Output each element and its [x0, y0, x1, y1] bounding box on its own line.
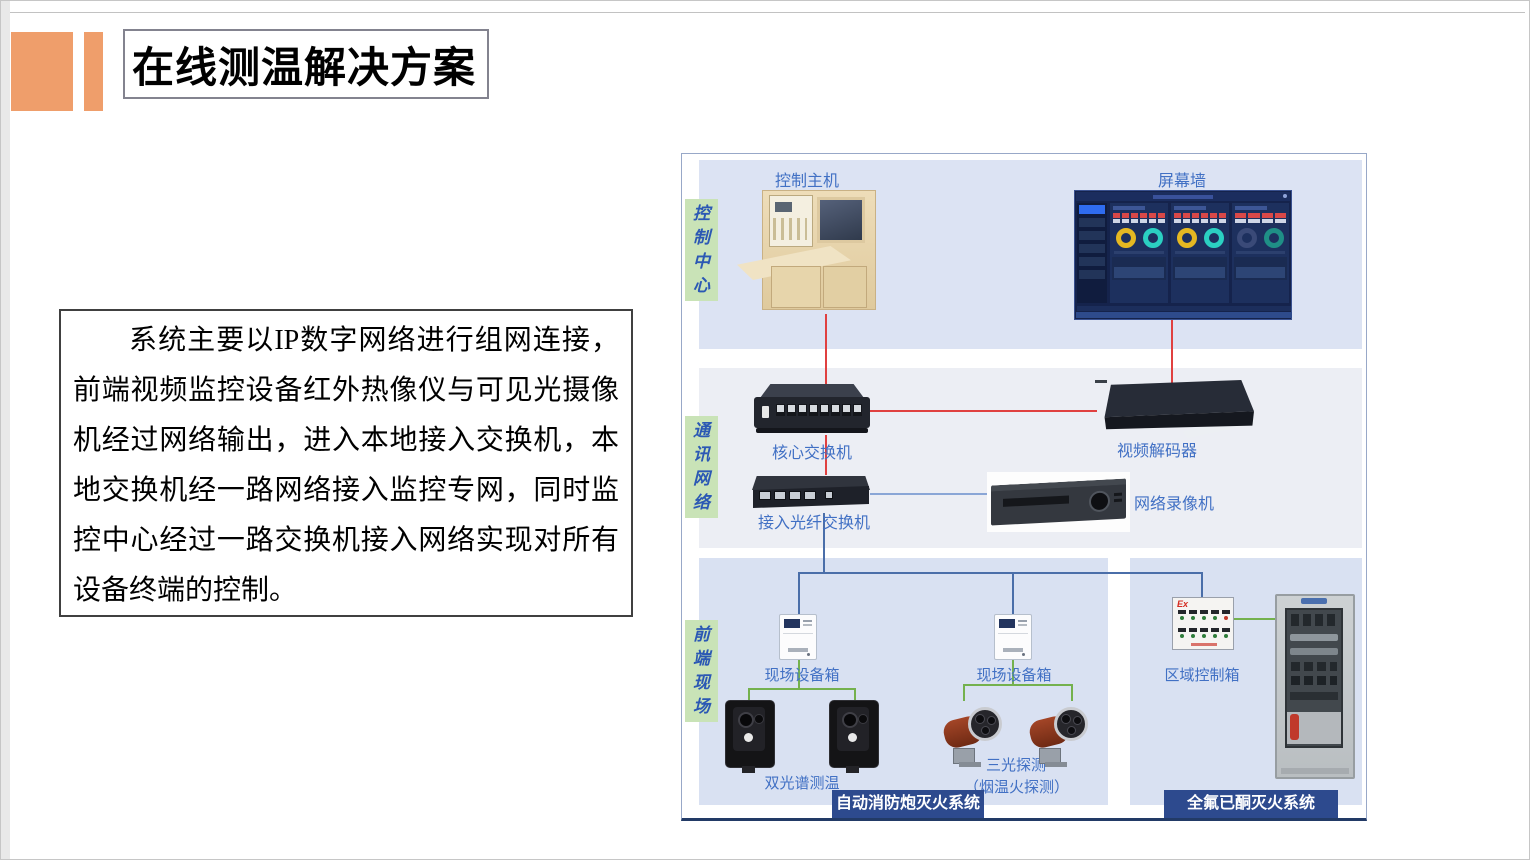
line-to-thermal-1 [748, 688, 750, 701]
line-rightbox-branch [963, 684, 1073, 686]
donut-chart-teal [1203, 228, 1224, 248]
dashboard-sidebar [1077, 203, 1107, 303]
intro-text-box: 系统主要以IP数字网络进行组网连接，前端视频监控设备红外热像仪与可见光摄像机经过… [59, 309, 633, 617]
label-control-host: 控制主机 [774, 173, 839, 190]
donut-chart-teal [1263, 228, 1284, 248]
tri-light-detector-2 [1027, 702, 1088, 770]
dual-spectrum-camera-2 [828, 700, 881, 774]
screen-wall-image [1074, 190, 1292, 320]
line-drop-right-box [1012, 572, 1014, 614]
nvr-image [987, 472, 1130, 532]
donut-chart-yellow [1115, 228, 1136, 248]
label-tri-light-sub: （烟温火探测） [963, 779, 1069, 796]
label-nvr: 网络录像机 [1134, 496, 1215, 513]
line-to-firecam-2 [1071, 684, 1073, 701]
banner-perfluoro-system: 全氟已酮灭火系统 [1164, 790, 1338, 818]
title-accent-square [11, 32, 73, 111]
top-hairline [10, 12, 1525, 13]
line-leftbox-down [798, 660, 800, 689]
fire-extinguisher [1290, 714, 1299, 740]
line-to-firecam-1 [963, 684, 965, 701]
ex-mark: Ex [1177, 599, 1189, 609]
layer-label-comm-network: 通讯网络 [685, 416, 718, 518]
label-video-decoder: 视频解码器 [1116, 443, 1197, 460]
label-core-switch: 核心交换机 [771, 445, 852, 462]
intro-paragraph: 系统主要以IP数字网络进行组网连接，前端视频监控设备红外热像仪与可见光摄像机经过… [73, 325, 619, 606]
line-to-thermal-2 [854, 688, 856, 701]
donut-chart-dim [1237, 228, 1258, 248]
line-drop-left-box [798, 572, 800, 614]
network-architecture-diagram: 控制中心 通讯网络 前端现场 控制主机 屏幕墙 核心交换机 视频解码器 接入光纤… [681, 153, 1367, 821]
donut-chart-teal [1142, 228, 1163, 248]
line-wall-to-decoder [1171, 320, 1173, 384]
line-fiber-to-nvr [870, 493, 988, 495]
field-equipment-box-left [779, 614, 817, 660]
label-fiber-switch: 接入光纤交换机 [757, 515, 870, 532]
label-tri-light: 三光探测 [985, 757, 1046, 774]
zone-control-box-image: Ex [1172, 597, 1234, 650]
dashboard-column [1110, 203, 1168, 303]
user-icon [1283, 194, 1287, 198]
field-equipment-box-right [994, 614, 1032, 660]
extinguishing-cabinet-image [1275, 594, 1355, 779]
label-dual-spectrum: 双光谱测温 [764, 775, 840, 792]
line-core-to-fiber [825, 435, 827, 475]
line-rightbox-down [1012, 660, 1014, 685]
control-host-console-image [737, 190, 880, 314]
fiber-switch-image [752, 474, 870, 514]
donut-chart-yellow [1176, 228, 1197, 248]
console-monitor [817, 197, 865, 243]
label-field-box-left: 现场设备箱 [764, 667, 840, 684]
mini-area-chart [1173, 257, 1227, 280]
label-zone-control-box: 区域控制箱 [1164, 667, 1240, 684]
dual-spectrum-camera-1 [724, 700, 777, 774]
nvr-knob [1089, 490, 1110, 513]
title-box: 在线测温解决方案 [123, 29, 489, 99]
line-distribution-bus [798, 572, 1203, 574]
page-title: 在线测温解决方案 [132, 43, 477, 91]
line-core-to-decoder [870, 410, 1097, 412]
mini-area-chart [1234, 257, 1287, 280]
label-field-box-right: 现场设备箱 [976, 667, 1052, 684]
line-drop-zone-box [1201, 572, 1203, 597]
banner-fire-cannon-system: 自动消防炮灭火系统 [832, 790, 984, 818]
layer-label-control-center: 控制中心 [685, 199, 718, 301]
tri-light-detector-1 [941, 702, 1002, 770]
label-screen-wall: 屏幕墙 [1157, 173, 1206, 190]
line-zonebox-to-cabinet [1234, 618, 1276, 620]
line-host-to-core-switch [825, 314, 827, 392]
dashboard-column [1171, 203, 1229, 303]
core-switch-image [754, 384, 870, 436]
mini-area-chart [1112, 257, 1166, 280]
video-decoder-image [1095, 380, 1254, 440]
line-leftbox-branch [748, 688, 856, 690]
left-edge-strip [1, 1, 10, 859]
line-fiber-down [823, 513, 825, 573]
dashboard-column [1232, 203, 1289, 303]
layer-label-front-site: 前端现场 [685, 620, 718, 722]
title-accent-bar [84, 32, 103, 111]
